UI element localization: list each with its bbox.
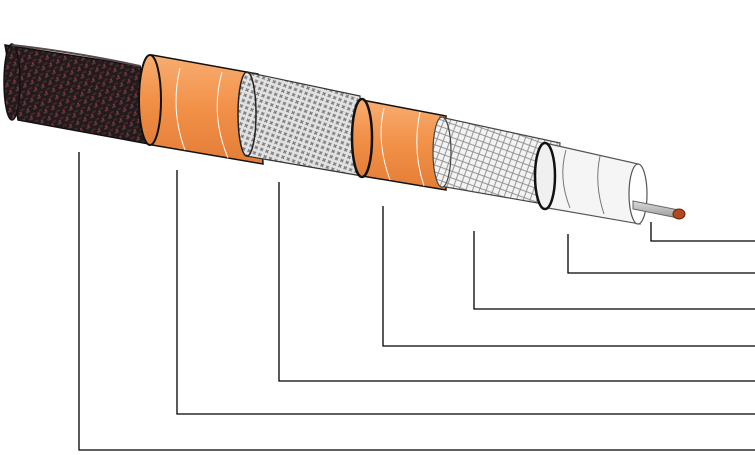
dielectric-layer xyxy=(535,143,647,224)
leader-dielectric xyxy=(568,234,755,273)
leader-braid-inner xyxy=(474,231,755,309)
leader-tape-outer xyxy=(177,170,755,414)
leader-lines xyxy=(79,152,755,450)
leader-tape-inner xyxy=(383,206,755,346)
leader-center-conductor xyxy=(651,222,755,241)
leader-outer-jacket xyxy=(79,152,755,450)
tape-wrap-inner-layer xyxy=(352,99,446,190)
outer-jacket-layer xyxy=(4,44,160,146)
